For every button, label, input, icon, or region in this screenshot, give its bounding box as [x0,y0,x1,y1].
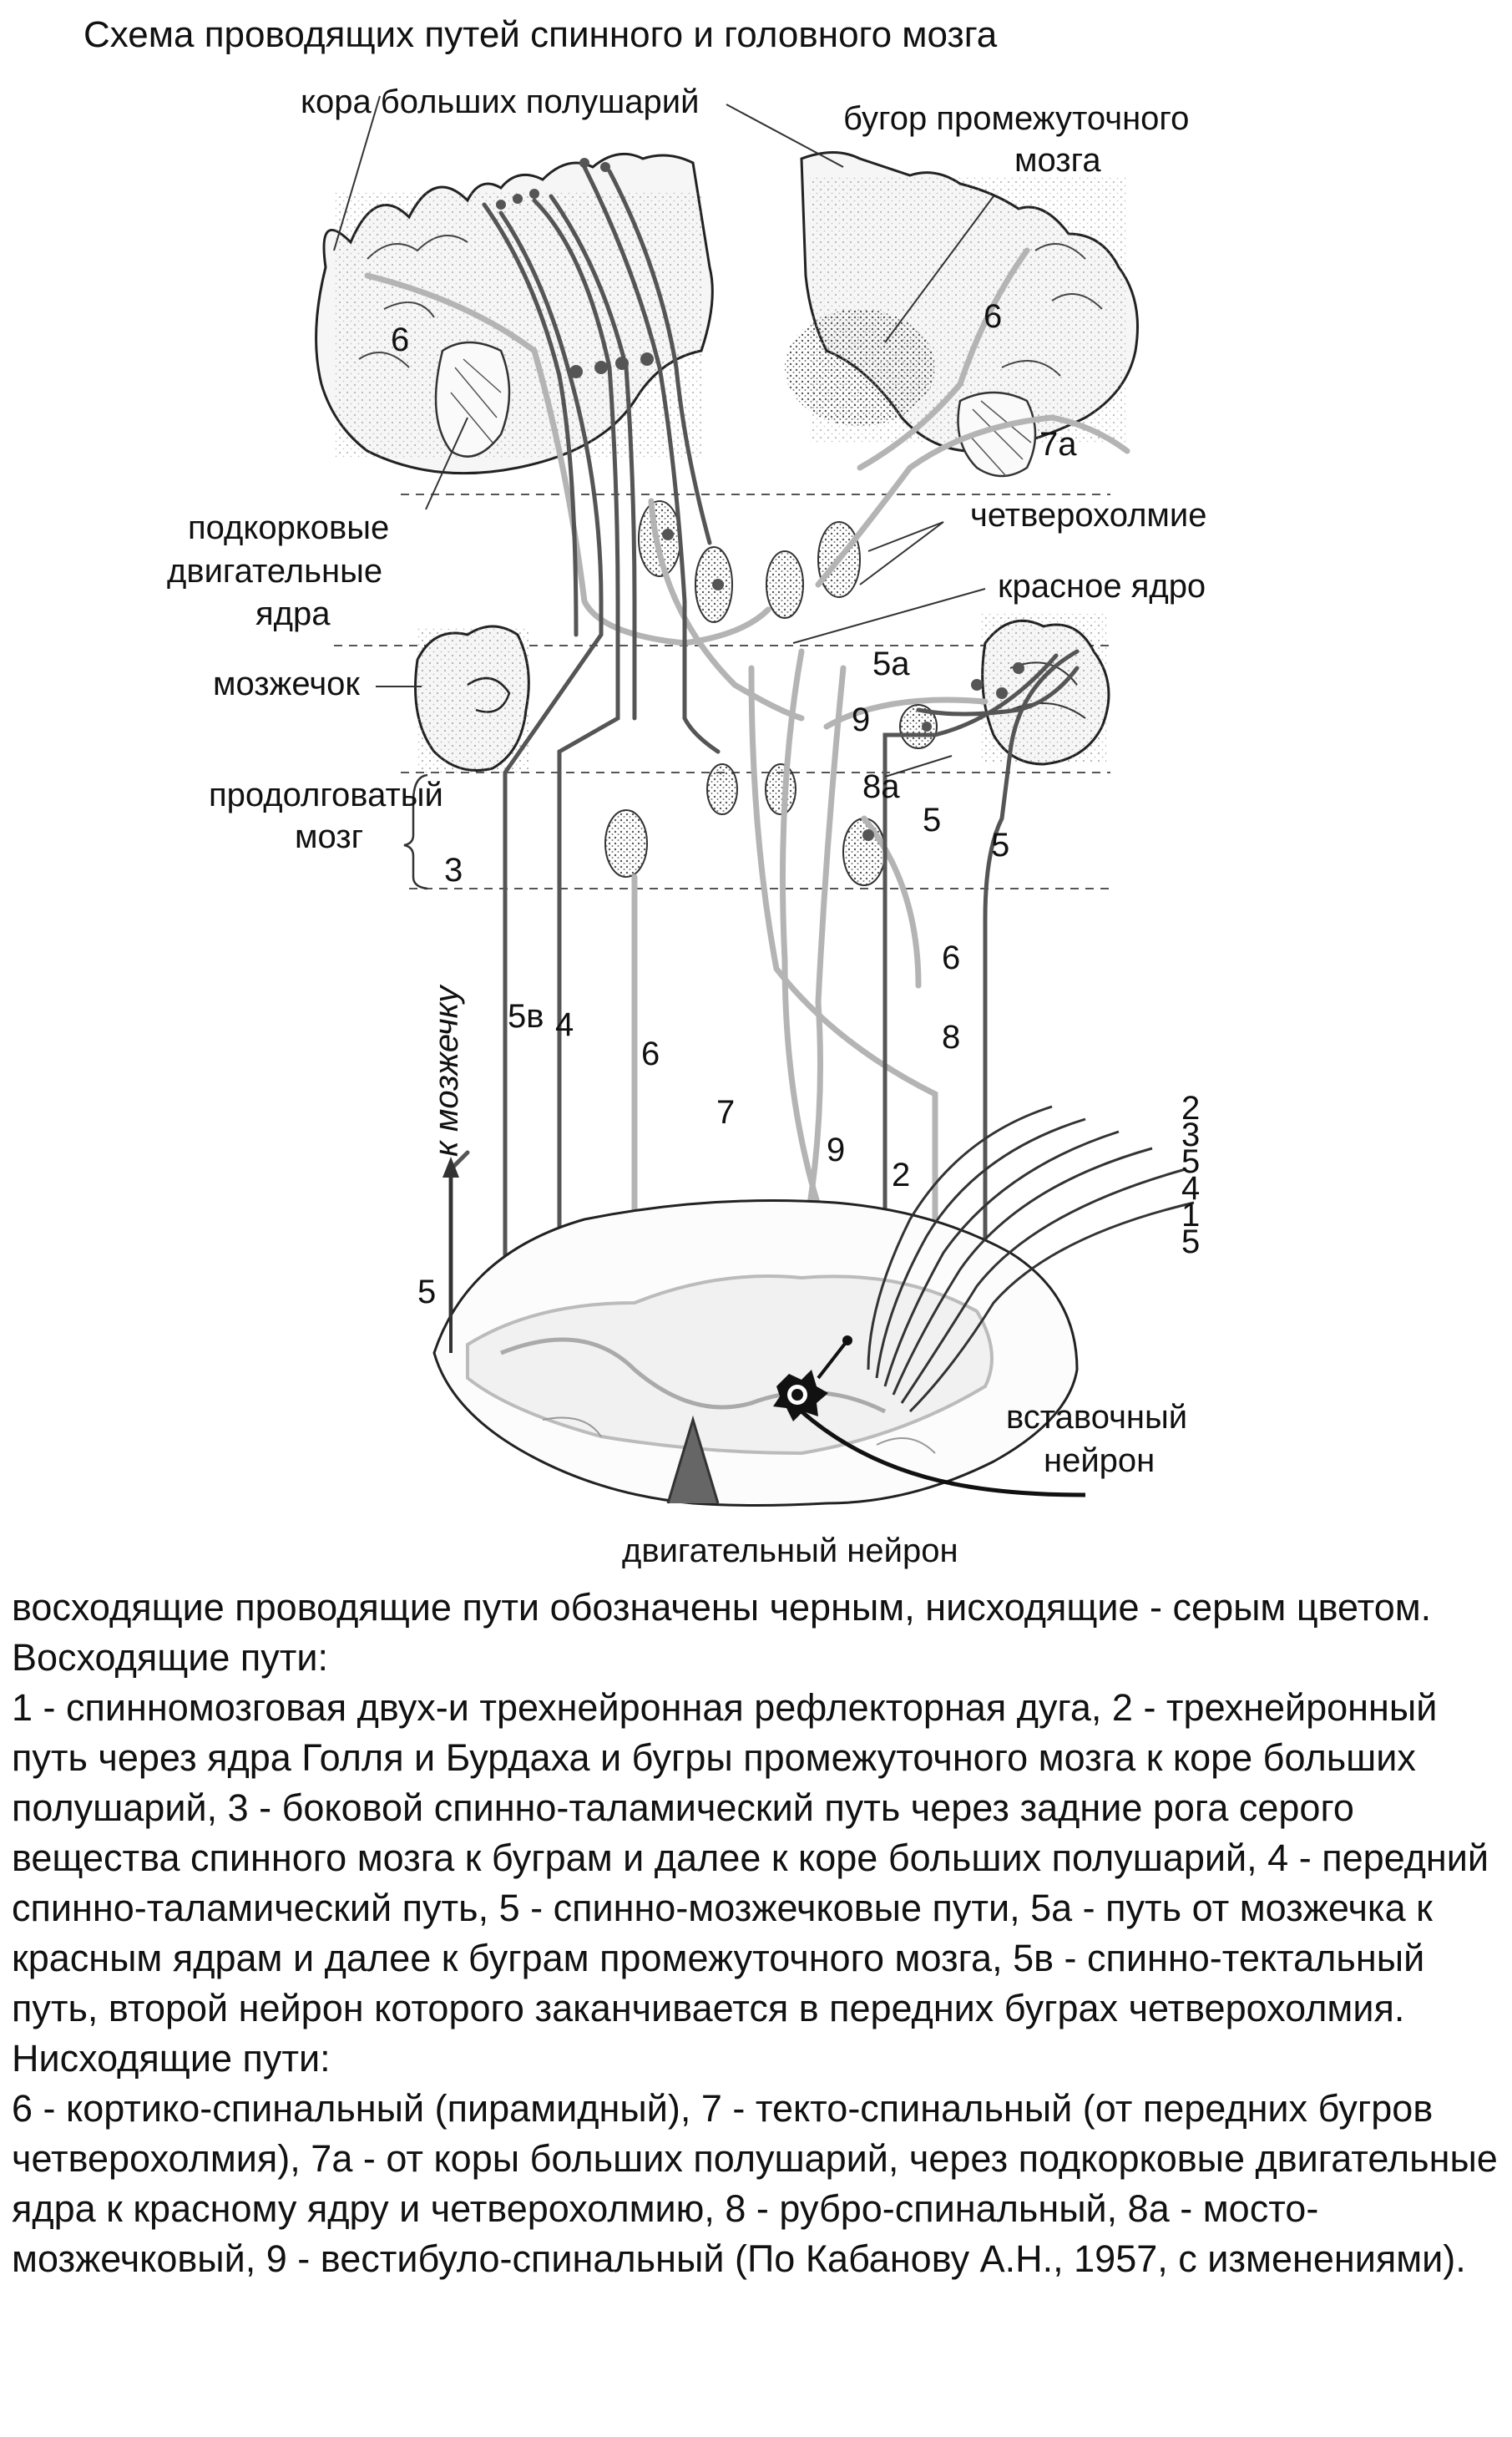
num-3: 3 [444,852,463,889]
num-r5b: 5 [1181,1224,1200,1260]
label-interneuron-1: вставочный [1006,1399,1187,1436]
label-motor-neuron: двигательный нейрон [622,1533,958,1569]
label-quadrigemina: четверохолмие [970,497,1207,534]
num-6-low: 6 [641,1036,660,1072]
to-cerebellum-arrow [442,1157,459,1353]
interneuron-axon [800,1410,1086,1497]
neuron-dots [496,158,1024,841]
medulla-nucleus-1 [604,809,648,878]
num-r4: 4 [1181,1170,1200,1207]
subcortical-nuclei-left [434,341,511,458]
num-9-mid: 9 [852,702,870,738]
caption-descending-head: Нисходящие пути: [12,2037,331,2080]
num-r5a: 5 [1181,1143,1200,1180]
num-9-low: 9 [827,1132,845,1168]
label-cerebellum: мозжечок [213,666,360,702]
label-subcort-3: ядра [255,595,331,632]
midbrain-nucleus-1 [638,500,681,577]
num-7a: 7а [1039,426,1077,463]
label-medulla-1: продолговатый [209,777,443,813]
label-interneuron-2: нейрон [1044,1442,1155,1479]
num-r2: 2 [1181,1090,1200,1127]
caption: восходящие проводящие пути обозначены че… [12,1583,1502,2284]
num-8: 8 [942,1019,960,1056]
num-5a: 5а [872,646,910,682]
num-r3: 3 [1181,1117,1200,1153]
caption-intro: восходящие проводящие пути обозначены че… [12,1586,1432,1629]
label-subcort-1: подкорковые [188,509,389,546]
label-cortex: кора больших полушарий [301,84,699,120]
label-medulla-2: мозг [295,818,363,855]
red-nucleus-left [766,550,804,619]
num-5-a: 5 [923,802,941,839]
num-5v: 5в [508,998,544,1035]
num-5-b: 5 [991,827,1009,864]
motor-neuron-symbol [773,1370,828,1421]
num-4: 4 [555,1006,574,1043]
num-8a: 8а [862,768,900,805]
medulla-nucleus-2 [706,763,738,815]
diagram-title: Схема проводящих путей спинного и головн… [83,14,998,55]
num-5-bottom: 5 [417,1274,436,1310]
caption-ascending-head: Восходящие пути: [12,1636,329,1679]
pathway-diagram: Схема проводящих путей спинного и головн… [83,14,1207,1569]
label-subcort-2: двигательные [167,553,382,590]
num-7: 7 [716,1094,735,1131]
label-red-nucleus: красное ядро [998,568,1206,605]
label-to-cerebellum: к мозжечку [428,984,465,1157]
label-thalamus-1: бугор промежуточного [843,100,1189,137]
spinal-cord-section [432,1199,1079,1507]
medulla-bracket [403,773,428,890]
num-r1: 1 [1181,1197,1200,1234]
pathway-numbers: 6 6 7а 5а 9 8а 5 5 3 6 8 5в 4 6 7 9 2 5 … [391,298,1200,1310]
caption-ascending-text: 1 - спинномозговая двух-и трехнейронная … [12,1686,1489,2029]
label-thalamus-2: мозга [1014,142,1101,179]
caption-descending-text: 6 - кортико-спинальный (пирамидный), 7 -… [12,2087,1498,2280]
num-6-mid: 6 [942,940,960,976]
medulla-nucleus-3 [765,763,796,815]
num-6-left: 6 [391,322,409,358]
cerebellum-left [414,625,530,773]
num-2: 2 [892,1157,910,1193]
subcortical-nuclei-right [957,391,1037,478]
leader-lines [333,95,994,778]
pontine-nucleus [899,704,938,749]
thalamus-body [785,309,935,426]
num-6-right: 6 [984,298,1002,335]
afferent-bundle [867,1105,1195,1413]
medulla-nucleus-4 [842,818,886,886]
